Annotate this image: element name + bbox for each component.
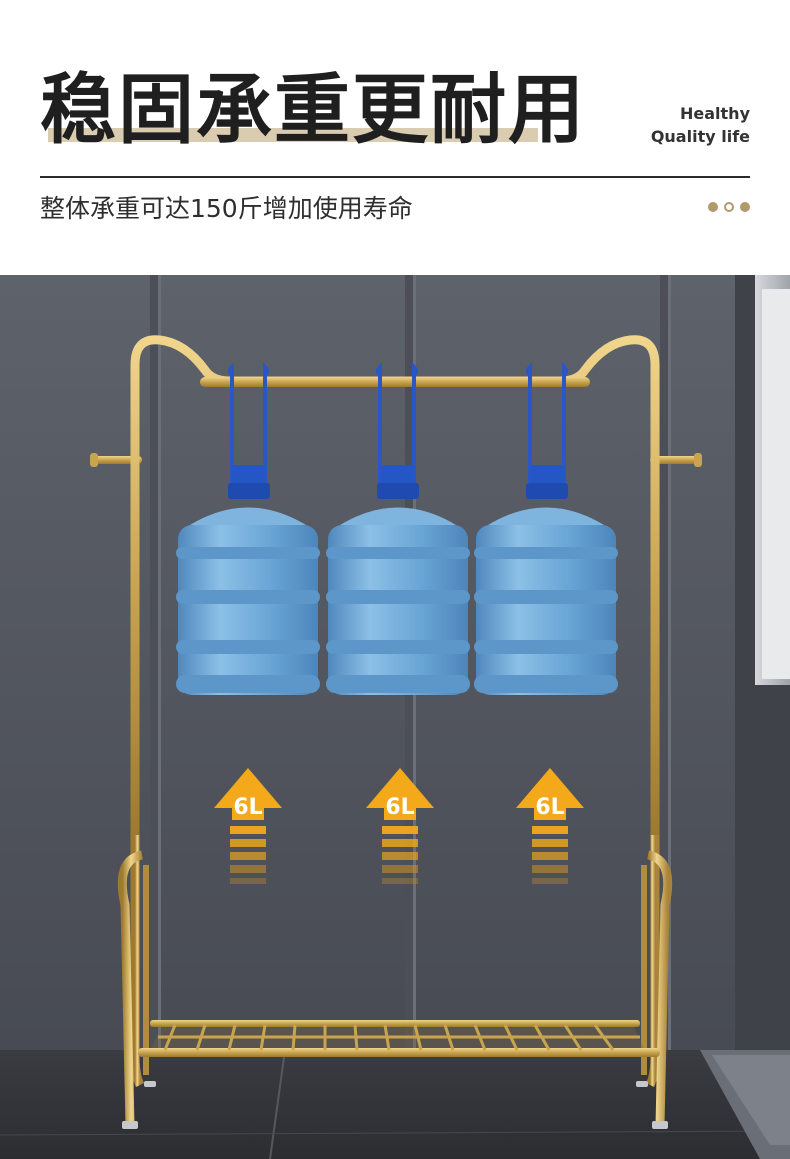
header-section: 稳固承重更耐用 Healthy Quality life 整体承重可达150斤增… <box>0 0 790 275</box>
arrow-label: 6L <box>385 795 415 820</box>
water-bottle-2 <box>326 362 470 695</box>
page-subtitle: 整体承重可达150斤增加使用寿命 <box>40 194 413 223</box>
rack-illustration <box>0 275 790 1159</box>
hollow-dot-icon <box>724 202 734 212</box>
tagline-line-1: Healthy <box>680 104 750 123</box>
title-highlight-bar <box>48 128 538 142</box>
water-bottle-3 <box>474 362 618 695</box>
load-arrow-1: 6L <box>214 768 282 892</box>
page-title: 稳固承重更耐用 <box>40 65 586 154</box>
decorative-dots <box>708 202 750 212</box>
arrow-label: 6L <box>233 795 263 820</box>
load-arrow-3: 6L <box>516 768 584 892</box>
water-bottle-1 <box>176 362 320 695</box>
load-arrow-2: 6L <box>366 768 434 892</box>
dot-icon <box>740 202 750 212</box>
tagline: Healthy Quality life <box>651 102 750 148</box>
up-arrow-icon <box>214 768 282 884</box>
header-divider <box>40 176 750 178</box>
dot-icon <box>708 202 718 212</box>
up-arrow-icon <box>366 768 434 884</box>
product-photo: 6L 6L 6L <box>0 275 790 1159</box>
tagline-line-2: Quality life <box>650 127 750 146</box>
arrow-label: 6L <box>535 795 565 820</box>
up-arrow-icon <box>516 768 584 884</box>
